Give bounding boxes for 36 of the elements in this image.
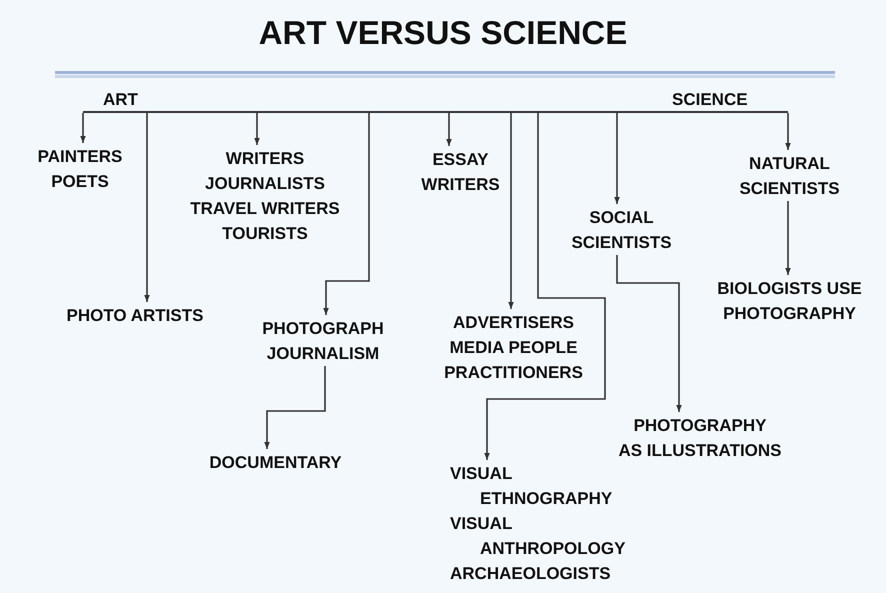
- node-text: TOURISTS: [221, 223, 309, 245]
- arrow: [616, 255, 682, 412]
- branch-heading: ART: [103, 89, 138, 111]
- node-text: PHOTOGRAPH JOURNALISM: [261, 318, 385, 365]
- node-text: VISUAL ANTHROPOLOGY: [450, 513, 626, 560]
- arrow: [254, 113, 260, 145]
- node-text: DOCUMENTARY: [208, 452, 343, 474]
- branch-heading: SCIENCE: [672, 89, 748, 111]
- arrow: [446, 113, 452, 146]
- node-text: BIOLOGISTS USE PHOTOGRAPHY: [717, 278, 862, 325]
- arrow: [144, 113, 150, 302]
- arrow: [484, 113, 606, 460]
- node-text: AS ILLUSTRATIONS: [617, 440, 783, 462]
- node-text: PHOTO ARTISTS: [66, 305, 204, 327]
- diagram-title: ART VERSUS SCIENCE: [258, 14, 628, 52]
- node-text: VISUAL ETHNOGRAPHY: [450, 463, 614, 510]
- node-text: PHOTOGRAPHY: [632, 415, 768, 437]
- arrow: [785, 113, 791, 150]
- node-text: MEDIA PEOPLE: [448, 337, 578, 359]
- arrow: [80, 113, 86, 143]
- node-text: ADVERTISERS: [452, 312, 575, 334]
- node-text: NATURAL SCIENTISTS: [738, 153, 841, 200]
- arrow: [614, 113, 620, 204]
- node-text: SOCIAL SCIENTISTS: [570, 207, 673, 254]
- node-text: TRAVEL WRITERS: [189, 198, 341, 220]
- node-text: WRITERS: [224, 148, 306, 170]
- node-text: JOURNALISTS: [204, 173, 326, 195]
- node-text: ARCHAEOLOGISTS: [450, 563, 612, 585]
- arrow: [323, 113, 370, 315]
- node-text: PRACTITIONERS: [443, 362, 584, 384]
- arrow: [508, 113, 514, 309]
- arrow: [264, 366, 326, 449]
- arrow: [785, 201, 791, 275]
- node-text: POETS: [50, 171, 110, 193]
- node-text: PAINTERS: [36, 146, 124, 168]
- node-text: ESSAY WRITERS: [420, 149, 501, 196]
